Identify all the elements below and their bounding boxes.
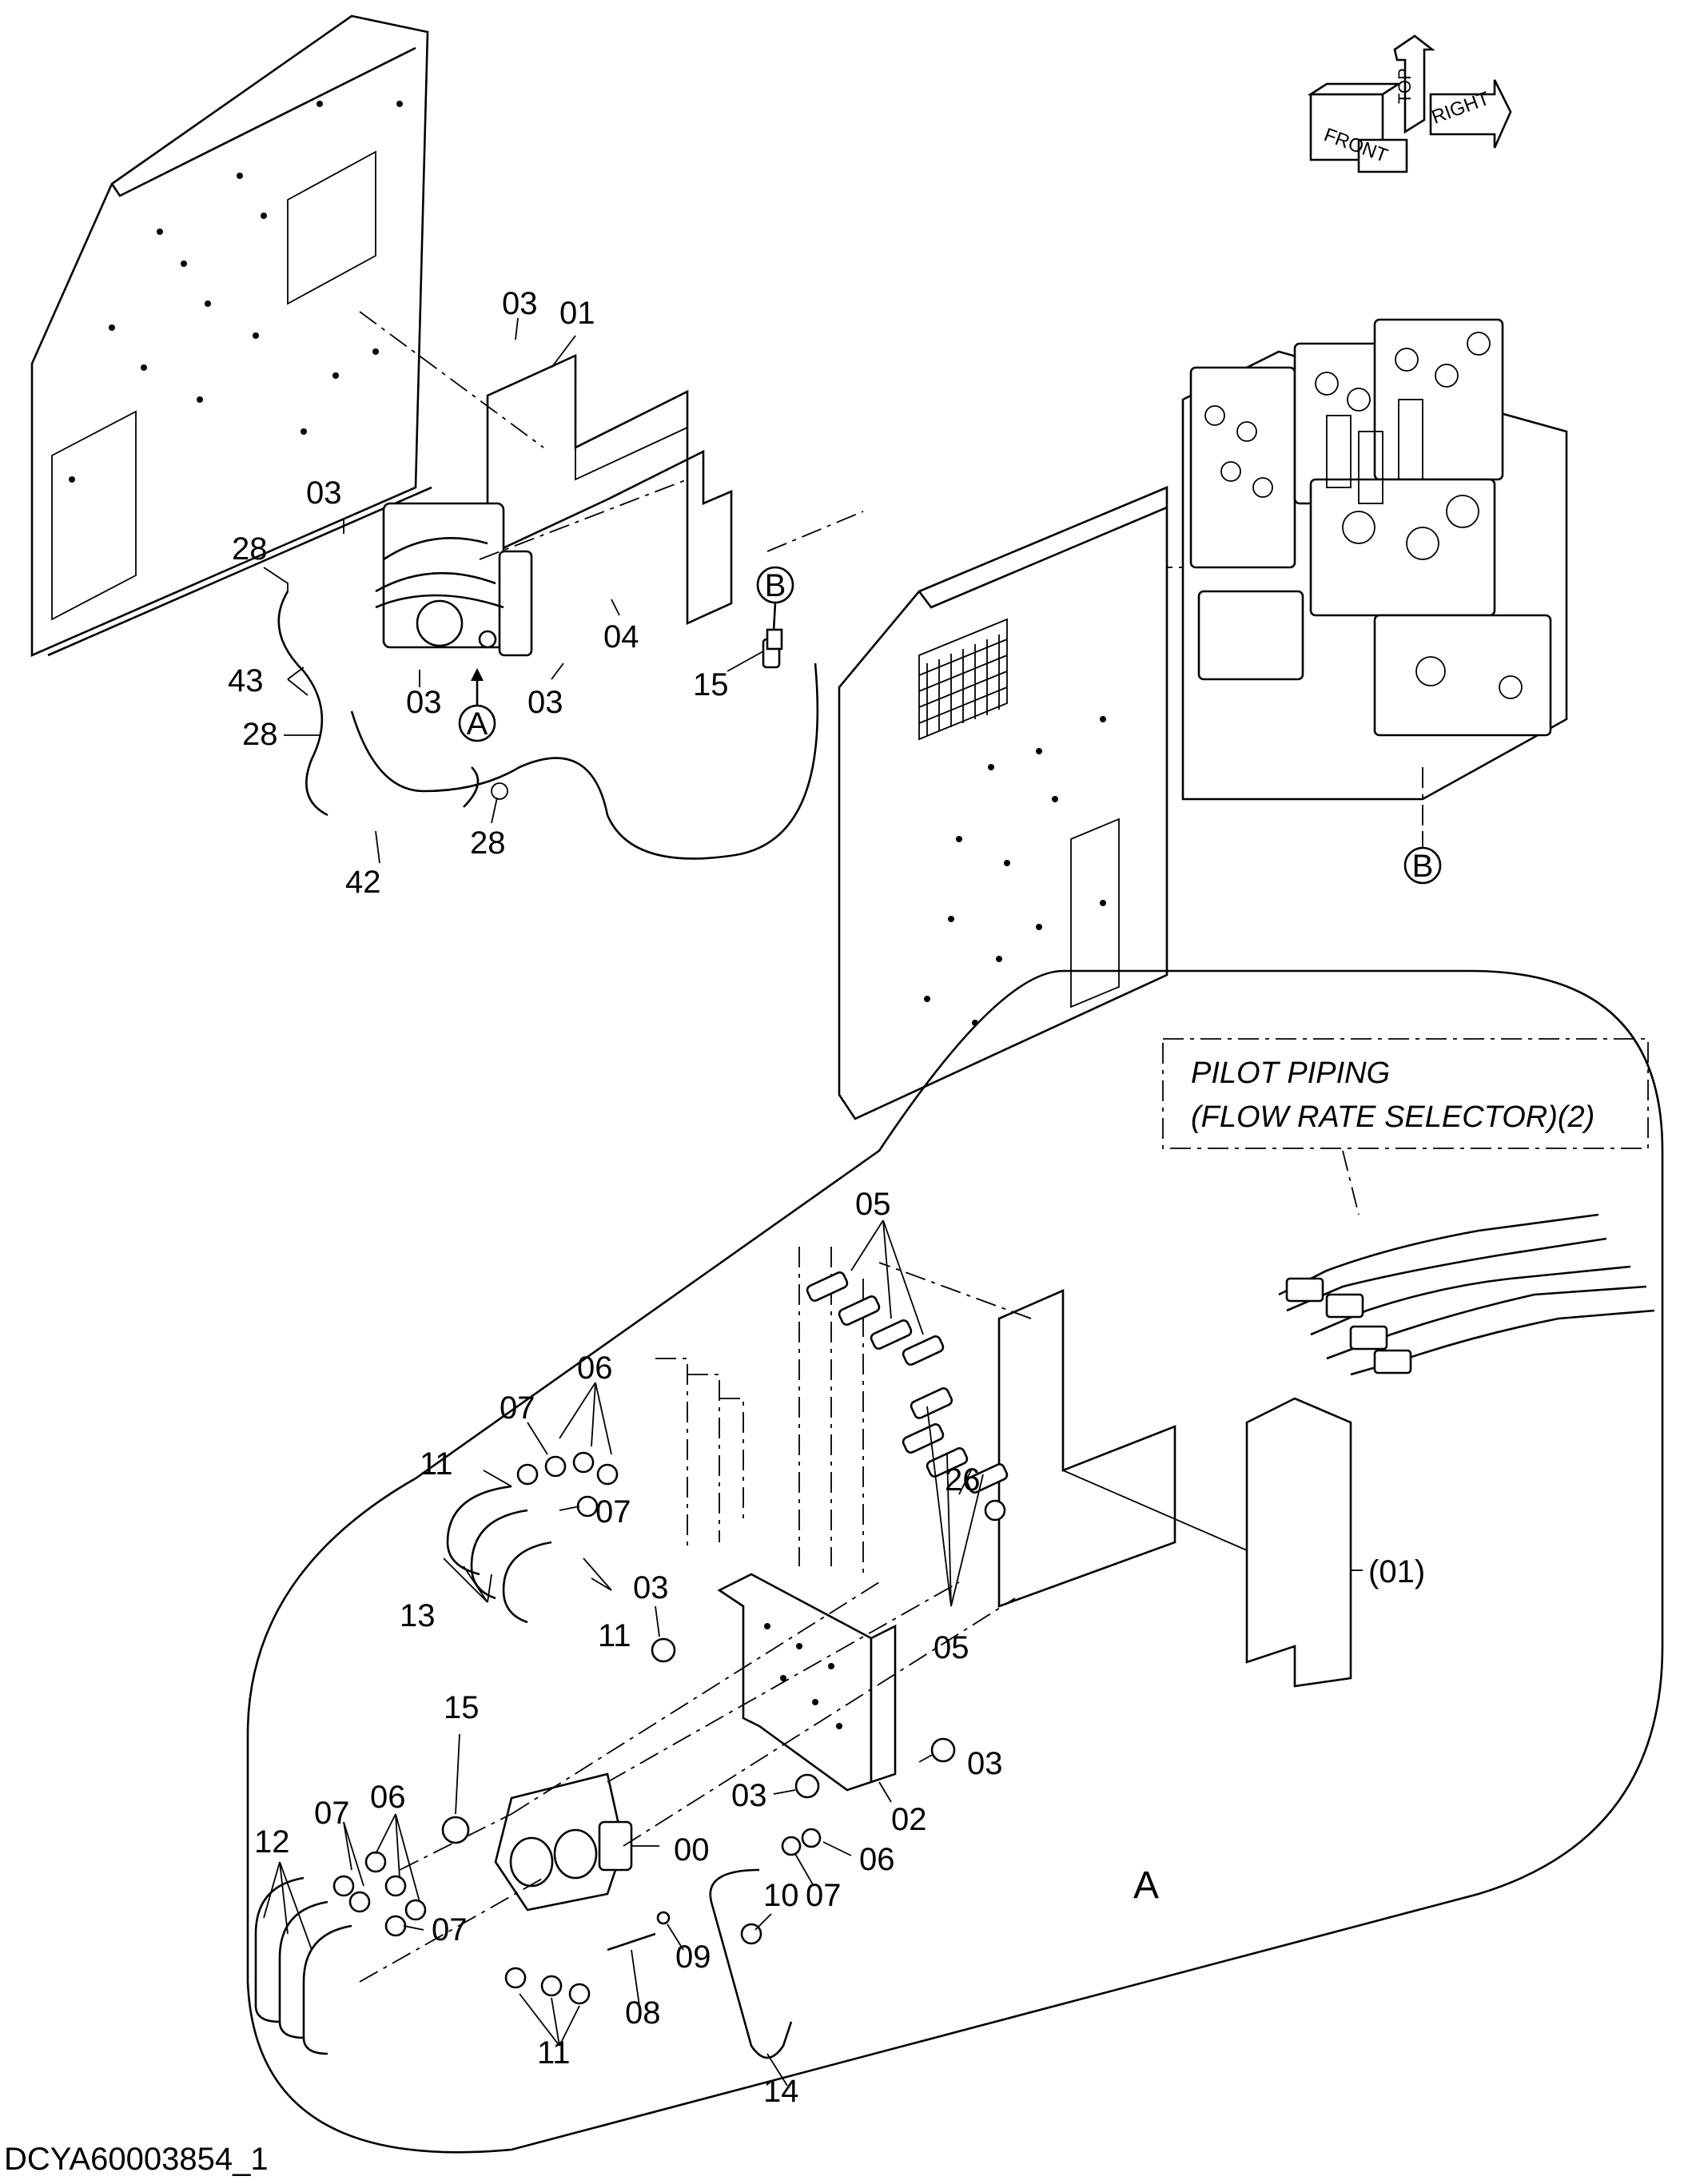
callout-01-ref: (01) [1368, 1554, 1425, 1589]
callout-43: 43 [228, 663, 264, 698]
callout-07-top-b: 07 [595, 1494, 631, 1530]
circle-ref-b-top: B [756, 566, 794, 650]
circle-ref-a: A [458, 668, 496, 742]
callout-leaders [263, 317, 1363, 2087]
callout-02: 02 [891, 1802, 927, 1837]
callout-01: 01 [559, 296, 595, 331]
callout-28-b: 28 [242, 717, 278, 752]
callout-11-bottom: 11 [537, 2035, 571, 2071]
callout-11-top-a: 11 [420, 1446, 453, 1482]
callout-42: 42 [345, 865, 381, 900]
control-valve [1181, 318, 1568, 831]
callout-14: 14 [763, 2074, 799, 2109]
callout-03-right: 03 [967, 1746, 1003, 1781]
detail-label-a: A [1133, 1864, 1159, 1907]
callouts-upper: 01 03 03 04 03 03 15 28 43 28 28 42 [228, 286, 729, 900]
callout-11-top-b: 11 [598, 1618, 631, 1653]
callout-26: 26 [945, 1462, 981, 1498]
leader-lines-detail [359, 1247, 1016, 1983]
callout-05-mid: 05 [934, 1630, 969, 1665]
circle-ref-b-top-label: B [765, 568, 786, 603]
callout-00: 00 [674, 1832, 710, 1868]
valve-00-detail [494, 1772, 633, 1911]
note-box [1162, 1038, 1649, 1149]
pipes-12 [254, 1876, 352, 2055]
detail-a-boundary [246, 969, 1664, 2154]
callout-03-left: 03 [633, 1570, 669, 1605]
callout-15: 15 [693, 667, 729, 702]
callout-03-low: 03 [731, 1778, 767, 1813]
side-panel-center [838, 486, 1168, 1120]
callout-10: 10 [763, 1878, 799, 1913]
callout-06-low: 06 [370, 1780, 406, 1815]
orientation-top: TOP [1395, 68, 1415, 104]
callout-15-detail: 15 [444, 1690, 480, 1725]
orientation-symbol: TOP FRONT RIGHT [1307, 34, 1512, 173]
callout-09: 09 [675, 1939, 711, 1975]
callout-07-right: 07 [806, 1878, 842, 1913]
bracket-01 [486, 353, 733, 626]
pipes-13 [446, 1485, 552, 1624]
circle-ref-b-bottom-label: B [1412, 849, 1434, 884]
callout-28-a: 28 [232, 531, 268, 567]
note-line-1: PILOT PIPING [1191, 1056, 1390, 1090]
callout-07-low: 07 [314, 1796, 350, 1831]
document-code: DCYA60003854_1 [4, 2142, 269, 2177]
pilot-pipes [1278, 1150, 1655, 1376]
callout-03-a: 03 [502, 286, 538, 321]
callout-28-c: 28 [470, 825, 506, 861]
pipe-14 [709, 1868, 793, 2059]
callout-12: 12 [254, 1824, 290, 1860]
side-panel-left [30, 14, 432, 657]
harness-42 [277, 591, 819, 860]
callout-07-left-b: 07 [432, 1912, 468, 1947]
bracket-02-detail [717, 1573, 897, 1792]
callout-08: 08 [625, 1995, 661, 2031]
callout-03-b: 03 [306, 475, 342, 511]
bracket-01-detail [878, 1262, 1352, 1688]
callout-13: 13 [400, 1598, 436, 1633]
callout-03-c: 03 [528, 685, 563, 720]
callout-04: 04 [603, 619, 639, 654]
circle-ref-a-label: A [467, 706, 488, 742]
circle-ref-b-bottom: B [1403, 831, 1442, 885]
callout-05-top: 05 [855, 1187, 891, 1222]
callout-06-top: 06 [577, 1351, 613, 1386]
valve-assembly-upper [375, 502, 533, 657]
callout-07-top-a: 07 [500, 1390, 535, 1426]
callout-06-right: 06 [859, 1842, 895, 1877]
note-line-2: (FLOW RATE SELECTOR)(2) [1191, 1100, 1594, 1134]
callouts-detail: 05 06 07 11 07 26 (01) 03 13 11 05 15 03… [254, 1187, 1425, 2109]
fittings [332, 1271, 1009, 2005]
callout-03-d: 03 [406, 685, 442, 720]
